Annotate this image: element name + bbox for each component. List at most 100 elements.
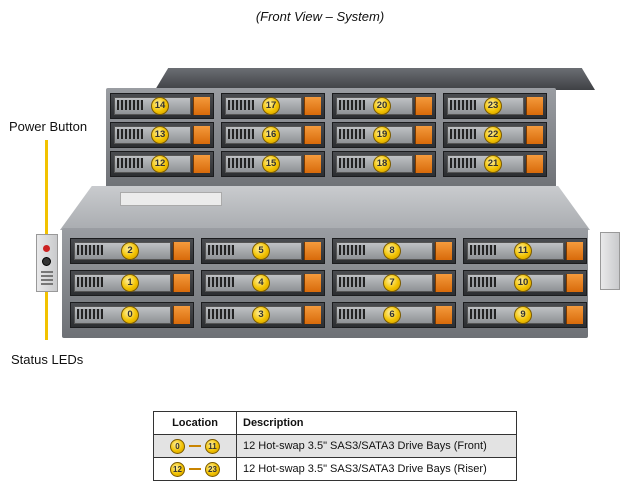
- description-front: 12 Hot-swap 3.5" SAS3/SATA3 Drive Bays (…: [236, 434, 517, 458]
- range-dash: [189, 468, 201, 470]
- drive-release-latch[interactable]: [526, 97, 543, 115]
- drive-tray[interactable]: 9: [463, 302, 587, 328]
- drive-release-latch[interactable]: [304, 306, 321, 324]
- drive-release-latch[interactable]: [173, 306, 190, 324]
- drive-tray[interactable]: 4: [201, 270, 325, 296]
- drive-tray[interactable]: 18: [332, 151, 436, 177]
- drive-tray[interactable]: 5: [201, 238, 325, 264]
- vent-slots: [208, 245, 234, 255]
- bay-number-badge: 15: [262, 155, 280, 173]
- power-button[interactable]: [42, 257, 51, 266]
- drive-release-latch[interactable]: [566, 274, 583, 292]
- vent-slots: [339, 100, 365, 110]
- drive-release-latch[interactable]: [415, 97, 432, 115]
- bay-number-badge: 9: [514, 306, 532, 324]
- drive-tray[interactable]: 21: [443, 151, 547, 177]
- right-ear: [600, 232, 620, 290]
- drive-release-latch[interactable]: [304, 155, 321, 173]
- header-description: Description: [236, 411, 517, 435]
- drive-release-latch[interactable]: [193, 126, 210, 144]
- drive-tray[interactable]: 20: [332, 93, 436, 119]
- drive-tray[interactable]: 23: [443, 93, 547, 119]
- bay-number-badge: 23: [205, 461, 220, 477]
- bay-number-badge: 6: [383, 306, 401, 324]
- drive-release-latch[interactable]: [526, 155, 543, 173]
- bay-number-badge: 2: [121, 242, 139, 260]
- bay-number-badge: 5: [252, 242, 270, 260]
- bay-number-badge: 22: [484, 126, 502, 144]
- drive-tray[interactable]: 11: [463, 238, 587, 264]
- drive-release-latch[interactable]: [304, 126, 321, 144]
- vent-slots: [450, 129, 476, 139]
- vent-slots: [117, 158, 143, 168]
- drive-tray[interactable]: 6: [332, 302, 456, 328]
- figure-title: (Front View – System): [255, 9, 385, 24]
- drive-release-latch[interactable]: [173, 274, 190, 292]
- power-button-label: Power Button: [9, 119, 88, 134]
- vent-slots: [77, 245, 103, 255]
- bay-number-badge: 13: [151, 126, 169, 144]
- vent-slots: [450, 100, 476, 110]
- drive-tray[interactable]: 22: [443, 122, 547, 148]
- bay-number-badge: 3: [252, 306, 270, 324]
- drive-release-latch[interactable]: [566, 306, 583, 324]
- drive-tray[interactable]: 12: [110, 151, 214, 177]
- drive-release-latch[interactable]: [304, 242, 321, 260]
- power-led: [43, 245, 50, 252]
- vent-slots: [470, 245, 496, 255]
- drive-release-latch[interactable]: [415, 155, 432, 173]
- service-label: [120, 192, 222, 206]
- riser-cage-top: [155, 68, 595, 90]
- bay-number-badge: 16: [262, 126, 280, 144]
- drive-release-latch[interactable]: [566, 242, 583, 260]
- vent-slots: [339, 245, 365, 255]
- drive-tray[interactable]: 1: [70, 270, 194, 296]
- drive-release-latch[interactable]: [304, 97, 321, 115]
- bay-number-badge: 11: [514, 242, 532, 260]
- drive-release-latch[interactable]: [526, 126, 543, 144]
- drive-tray[interactable]: 14: [110, 93, 214, 119]
- vent-slots: [228, 158, 254, 168]
- bay-number-badge: 10: [514, 274, 532, 292]
- drive-tray[interactable]: 3: [201, 302, 325, 328]
- drive-release-latch[interactable]: [193, 97, 210, 115]
- drive-release-latch[interactable]: [193, 155, 210, 173]
- bay-number-badge: 8: [383, 242, 401, 260]
- vent-slots: [228, 100, 254, 110]
- bay-number-badge: 0: [170, 438, 185, 454]
- drive-tray[interactable]: 17: [221, 93, 325, 119]
- drive-tray[interactable]: 16: [221, 122, 325, 148]
- vent-slots: [117, 100, 143, 110]
- bay-number-badge: 20: [373, 97, 391, 115]
- vent-slots: [208, 277, 234, 287]
- header-location: Location: [153, 411, 237, 435]
- drive-tray[interactable]: 15: [221, 151, 325, 177]
- location-range-front: 0 11: [153, 434, 237, 458]
- bay-number-badge: 12: [151, 155, 169, 173]
- bay-number-badge: 14: [151, 97, 169, 115]
- drive-tray[interactable]: 7: [332, 270, 456, 296]
- left-control-ear: [36, 234, 58, 292]
- bay-number-badge: 11: [205, 438, 220, 454]
- drive-release-latch[interactable]: [415, 126, 432, 144]
- bay-number-badge: 4: [252, 274, 270, 292]
- drive-tray[interactable]: 2: [70, 238, 194, 264]
- drive-tray[interactable]: 19: [332, 122, 436, 148]
- drive-release-latch[interactable]: [304, 274, 321, 292]
- drive-release-latch[interactable]: [435, 274, 452, 292]
- table-header-row: Location Description: [153, 411, 517, 435]
- drive-tray[interactable]: 10: [463, 270, 587, 296]
- vent-slots: [77, 277, 103, 287]
- vent-slots: [77, 309, 103, 319]
- drive-tray[interactable]: 13: [110, 122, 214, 148]
- vent-slots: [208, 309, 234, 319]
- bay-number-badge: 7: [383, 274, 401, 292]
- drive-release-latch[interactable]: [173, 242, 190, 260]
- vent-slots: [339, 129, 365, 139]
- drive-release-latch[interactable]: [435, 242, 452, 260]
- drive-tray[interactable]: 0: [70, 302, 194, 328]
- drive-release-latch[interactable]: [435, 306, 452, 324]
- drive-tray[interactable]: 8: [332, 238, 456, 264]
